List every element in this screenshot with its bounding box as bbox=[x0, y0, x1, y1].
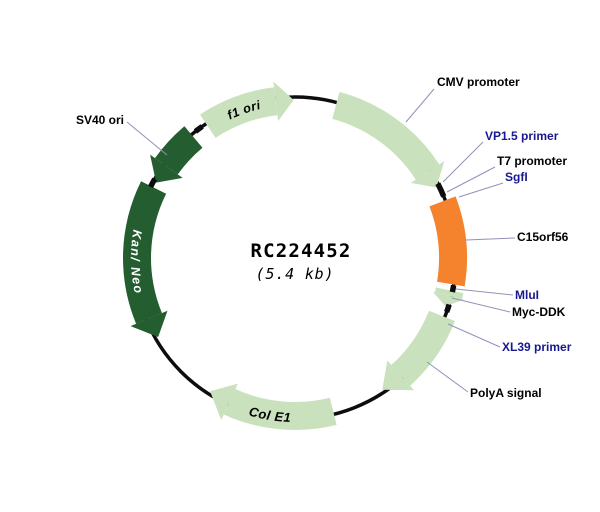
leader-line-t7-promoter bbox=[446, 166, 496, 193]
leader-line-polya-signal bbox=[426, 361, 469, 393]
label-polya-signal: PolyA signal bbox=[470, 386, 542, 400]
label-cmv-promoter: CMV promoter bbox=[437, 75, 520, 89]
feature-c15orf56-orf bbox=[429, 196, 468, 287]
leader-line-sgfi-site bbox=[458, 182, 504, 198]
feature-col-e1-arc-band bbox=[223, 389, 337, 430]
feature-f1-ori-arrowhead bbox=[273, 81, 294, 122]
leader-line-cmv-promoter bbox=[405, 88, 435, 123]
feature-cmv-promoter-arc-band bbox=[332, 91, 440, 180]
feature-cmv-promoter-arc bbox=[332, 91, 445, 188]
tick-f1-sv40 bbox=[193, 124, 204, 134]
center-title-group: RC224452 (5.4 kb) bbox=[250, 240, 351, 283]
feature-f1-ori bbox=[200, 81, 294, 138]
leader-line-c15orf56 bbox=[465, 237, 516, 241]
feature-kan-neo-arc-arrowhead bbox=[130, 310, 168, 337]
feature-polya-signal-arc-band bbox=[391, 310, 456, 386]
leader-line-xl39-primer bbox=[447, 323, 501, 348]
ticks-group bbox=[148, 124, 457, 313]
arc-label-kan-neo-arc: Kan/ Neo bbox=[128, 229, 146, 296]
label-vp15-primer: VP1.5 primer bbox=[485, 129, 559, 143]
label-mlui-site: MluI bbox=[515, 288, 539, 302]
feature-myc-ddk-tag-arrowhead bbox=[432, 291, 464, 307]
feature-polya-signal-arc-arrowhead bbox=[382, 360, 415, 391]
feature-col-e1-arc-arrowhead bbox=[210, 383, 238, 420]
feature-sv40-ori-arc bbox=[150, 126, 203, 183]
plasmid-size: (5.4 kb) bbox=[256, 265, 335, 283]
tick-mlui bbox=[449, 284, 457, 293]
label-c15orf56: C15orf56 bbox=[517, 230, 569, 244]
plasmid-name: RC224452 bbox=[250, 240, 351, 262]
feature-sv40-ori-arc-band bbox=[154, 126, 203, 175]
label-sv40-ori: SV40 ori bbox=[76, 113, 124, 127]
leader-lines-group bbox=[126, 88, 516, 393]
tick-polya-start bbox=[444, 303, 452, 313]
leader-line-mlui-site bbox=[455, 288, 514, 296]
features-group bbox=[122, 81, 468, 430]
feature-myc-ddk-tag bbox=[432, 287, 464, 307]
feature-sv40-ori-arc-arrowhead bbox=[150, 154, 183, 183]
feature-kan-neo-arc-band bbox=[122, 181, 167, 324]
label-sgfi-site: SgfI bbox=[505, 170, 528, 184]
feature-myc-ddk-tag-band bbox=[434, 287, 464, 300]
feature-col-e1-arc bbox=[210, 383, 337, 430]
label-myc-ddk: Myc-DDK bbox=[512, 305, 566, 319]
arc-label-text-kan-neo-arc: Kan/ Neo bbox=[128, 229, 145, 296]
label-xl39-primer: XL39 primer bbox=[502, 340, 572, 354]
leader-line-myc-ddk bbox=[451, 297, 511, 313]
label-t7-promoter: T7 promoter bbox=[497, 154, 567, 168]
feature-polya-signal-arc bbox=[382, 310, 456, 391]
feature-kan-neo-arc bbox=[122, 181, 168, 337]
feature-f1-ori-band bbox=[200, 87, 278, 138]
feature-cmv-promoter-arc-arrowhead bbox=[410, 161, 445, 188]
feature-c15orf56-orf-band bbox=[429, 196, 468, 287]
tick-sv40-kan bbox=[148, 177, 158, 189]
tick-t7-sgfi bbox=[435, 182, 447, 198]
leader-line-sv40-ori bbox=[126, 121, 168, 156]
leader-line-vp15-primer bbox=[442, 141, 484, 183]
